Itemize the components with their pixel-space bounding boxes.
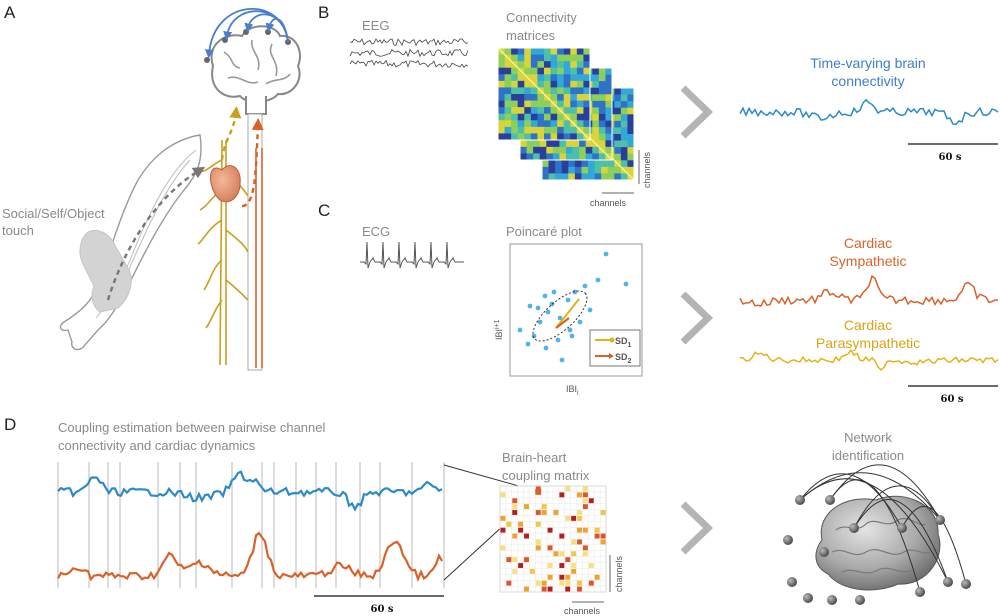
- legend-sd1-sub: 1: [628, 342, 632, 349]
- touch-label-line1: Social/Self/Object: [2, 206, 105, 221]
- parasympathetic-trace: [739, 348, 999, 371]
- ecg-trace: [360, 241, 464, 269]
- network-brain-icon: [815, 495, 941, 591]
- sympathetic-trace: [739, 274, 999, 307]
- sympathetic-title-line2: Sympathetic: [829, 253, 906, 269]
- poincare-x-axis: IBIi: [566, 384, 579, 397]
- panel-a-letter: A: [4, 3, 16, 22]
- arrow-b-chevron: [680, 85, 714, 139]
- brain-with-electrodes-icon: [204, 25, 301, 115]
- coupling-title-line1: Coupling estimation between pairwise cha…: [58, 420, 325, 435]
- panel-c-letter: C: [318, 201, 330, 220]
- network-connections: [783, 464, 971, 605]
- legend-sd2-sub: 2: [628, 358, 632, 365]
- coupling-scale-label: 60 s: [370, 604, 393, 615]
- coupling-channels-x: channels: [564, 606, 601, 616]
- heart-icon: [210, 165, 241, 203]
- eeg-label: EEG: [362, 18, 389, 33]
- svg-text:SD1: SD1: [615, 336, 632, 349]
- matrices-label-line2: matrices: [506, 28, 556, 43]
- vagus-nerve-icon: [255, 148, 263, 368]
- panel-c: C ECG Poincaré plot SD1 SD2 IBIi IBIi+1 …: [318, 201, 999, 405]
- coupling-matrix-label-line1: Brain-heart: [502, 450, 567, 465]
- touch-label-line2: touch: [2, 223, 34, 238]
- ecg-label: ECG: [362, 224, 390, 239]
- poincare-y-axis: IBIi+1: [494, 319, 504, 340]
- poincare-plot: SD1 SD2: [509, 243, 643, 377]
- brain-connectivity-trace: [739, 98, 999, 126]
- brain-connectivity-title-line2: connectivity: [831, 73, 904, 89]
- parasympathetic-title-line2: Parasympathetic: [816, 335, 920, 351]
- spinal-cord-icon: [247, 113, 263, 371]
- brain-scale-label: 60 s: [938, 152, 961, 163]
- parasympathetic-title-line1: Cardiac: [844, 317, 892, 333]
- coupling-cardiac-trace: [57, 531, 443, 583]
- touching-hand-icon: [79, 229, 132, 313]
- panel-b: B EEG Connectivity matrices channels cha…: [318, 3, 999, 208]
- matrices-channels-x: channels: [590, 198, 627, 208]
- coupling-channels-y: channels: [614, 555, 624, 592]
- cardiac-scale-label: 60 s: [940, 394, 963, 405]
- sliding-window-lines: [57, 462, 445, 588]
- eeg-traces: [349, 38, 469, 69]
- afferent-arrow-yellow: [220, 106, 242, 161]
- coupling-brain-trace: [57, 470, 443, 512]
- arrow-c-chevron: [680, 291, 714, 345]
- poincare-legend: SD1 SD2: [589, 329, 641, 367]
- coupling-matrix: [499, 485, 607, 593]
- panel-b-letter: B: [318, 3, 329, 22]
- sympathetic-title-line1: Cardiac: [844, 235, 892, 251]
- matrices-channels-y: channels: [642, 151, 652, 188]
- brain-connectivity-title-line1: Time-varying brain: [810, 55, 925, 71]
- svg-text:SD2: SD2: [615, 352, 632, 365]
- legend-sd2: SD: [615, 352, 628, 362]
- panel-a: A: [2, 3, 301, 371]
- coupling-matrix-label-line2: coupling matrix: [502, 468, 590, 483]
- connectivity-arrows-icon: [204, 8, 289, 59]
- network-label-line1: Network: [844, 430, 892, 445]
- panel-d-letter: D: [4, 415, 16, 434]
- connectivity-matrices: [497, 47, 635, 181]
- network-label-line2: identification: [832, 448, 904, 463]
- arrow-d-chevron: [680, 501, 714, 555]
- afferent-arrow-orange: [241, 118, 264, 208]
- poincare-label: Poincaré plot: [506, 224, 582, 239]
- panel-d: D Coupling estimation between pairwise c…: [4, 415, 971, 616]
- matrices-label-line1: Connectivity: [506, 10, 577, 25]
- legend-sd1: SD: [615, 336, 628, 346]
- touch-afferent-arrow: [106, 166, 206, 301]
- coupling-title-line2: connectivity and cardiac dynamics: [58, 438, 256, 453]
